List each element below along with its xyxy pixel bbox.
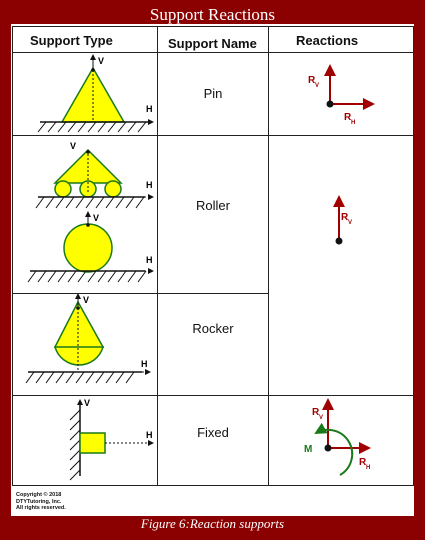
header-reactions: Reactions [296,33,359,48]
fixed-support-icon: V H [69,398,154,481]
support-name-pin: Pin [203,86,223,101]
pin-h-label: H [146,104,153,114]
header-support-type: Support Type [30,33,113,48]
roller-wheel-support-icon: V H [35,141,154,209]
figure-title: Support Reactions [149,5,276,24]
fixed-rh-label: R [359,457,367,468]
fixed-reactions-icon: R V R H M [304,398,371,476]
copyright-notice: Copyright © 2018 DTYTutoring, Inc. All r… [16,492,66,512]
roller-disc-support-icon: V H [27,211,154,283]
fixed-rh-sub: H [366,465,370,471]
pin-rv-label: R [308,75,316,86]
pin-v-label: V [98,56,104,66]
fixed-rv-sub: V [319,415,323,421]
pin-support-icon: V H [37,54,154,133]
figure-caption: Figure 6:Reaction supports [140,516,285,531]
roller-reactions-icon: R V [333,195,352,245]
pin-rv-sub: V [315,83,319,89]
support-name-roller: Roller [196,198,230,213]
header-support-name: Support Name [168,36,257,51]
roller1-h-label: H [146,180,153,190]
rocker-h-label: H [141,359,148,369]
fixed-h-label: H [146,430,153,440]
copyright-line: All rights reserved. [16,505,66,511]
roller-rv-sub: V [348,220,352,226]
copyright-line: Copyright © 2018 [16,492,62,498]
fixed-m-label: M [304,444,312,455]
roller-rv-label: R [341,212,349,223]
roller2-h-label: H [146,255,153,265]
rocker-support-icon: V H [25,293,151,384]
rocker-v-label: V [83,295,89,305]
pin-reactions-icon: R V R H [308,64,375,126]
fixed-v-label: V [84,398,90,408]
fixed-rv-label: R [312,407,320,418]
pin-rh-label: R [344,112,352,123]
pin-rh-sub: H [351,120,355,126]
support-name-rocker: Rocker [192,321,234,336]
roller1-v-label: V [70,141,76,151]
copyright-line: DTYTutoring, Inc. [16,498,62,505]
support-name-fixed: Fixed [197,425,229,440]
roller2-v-label: V [93,213,99,223]
